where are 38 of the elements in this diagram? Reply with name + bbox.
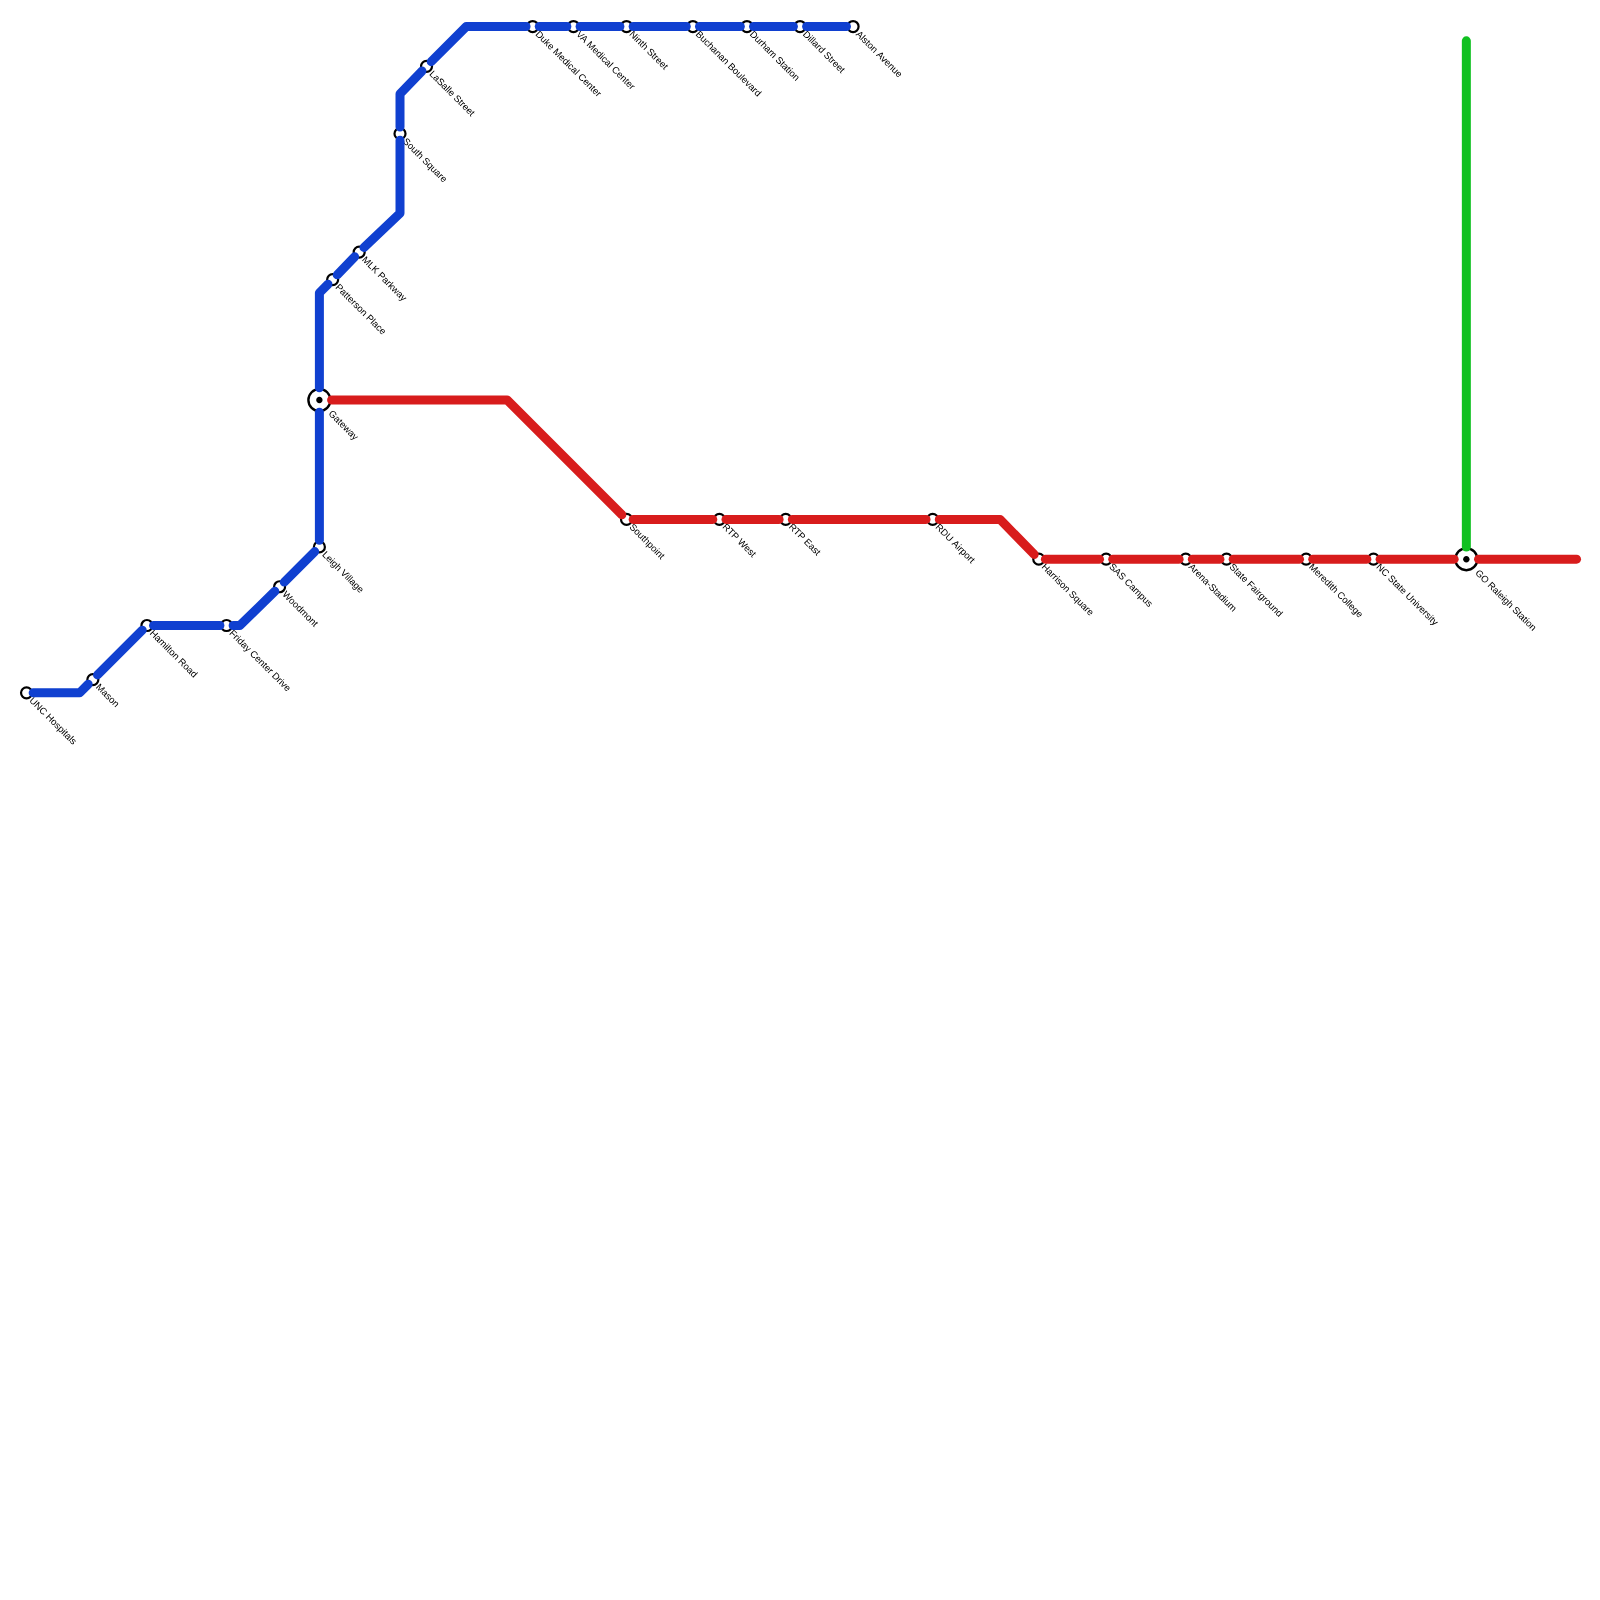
transit-line [1187,554,1225,564]
transit-line [426,22,531,67]
transit-line [749,22,798,32]
station-marker [419,59,434,73]
transit-line [332,252,360,280]
transit-line [575,22,625,32]
transit-line [228,586,280,630]
station-marker [779,512,793,526]
transit-line [1040,554,1105,564]
station-marker [846,19,860,34]
transit-line [314,279,333,393]
transit-line [787,514,931,524]
transit-line [1108,554,1184,564]
station-marker [926,512,940,526]
transit-line [1308,554,1372,564]
station-marker [712,512,726,526]
station-marker [1179,552,1193,566]
transit-line [802,22,851,32]
transit-line [1375,554,1459,564]
transit-line [934,514,1039,559]
transit-line [1474,554,1582,564]
transit-line [327,395,627,520]
transit-line [1461,36,1471,552]
transit-line [721,514,784,524]
transit-line [1228,554,1305,564]
transit-line [395,66,427,132]
transit-line [314,407,324,545]
transit-line [279,547,320,587]
station-marker [1219,552,1234,566]
transit-line [628,514,718,524]
transit-line [93,625,147,680]
transit-line [28,679,93,698]
transit-line [149,621,225,630]
transit-line [694,22,745,32]
transit-line [534,22,572,32]
station-marker [619,512,634,526]
transit-line [359,135,405,252]
transit-line [628,22,691,32]
